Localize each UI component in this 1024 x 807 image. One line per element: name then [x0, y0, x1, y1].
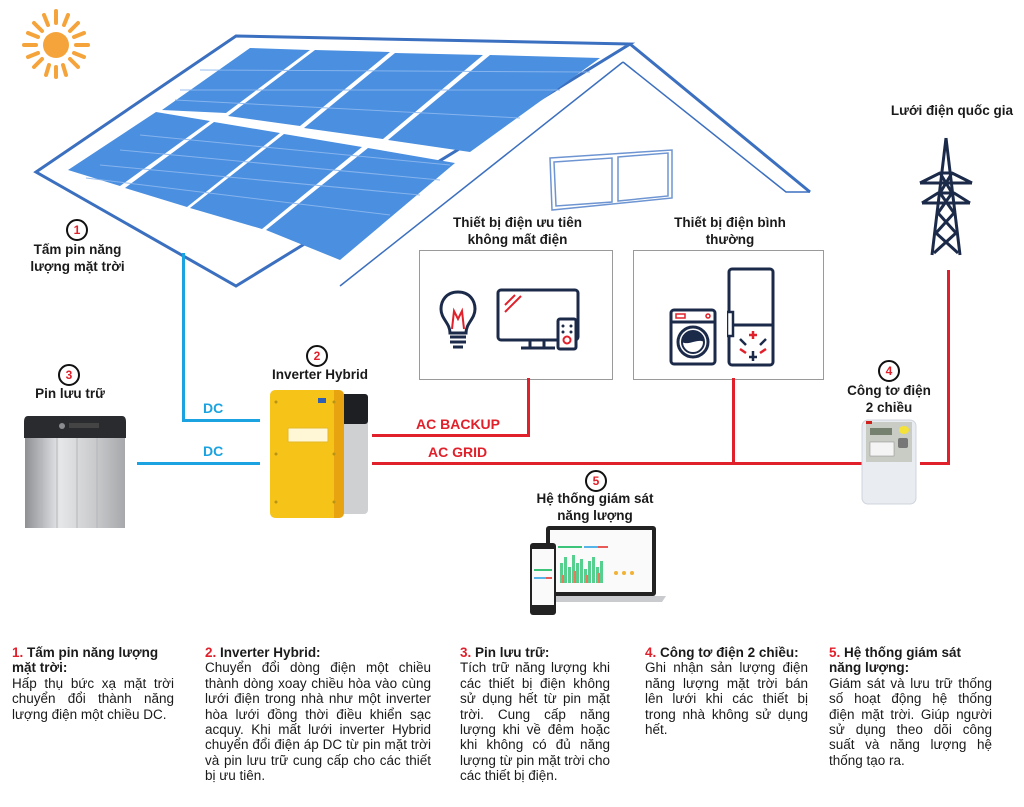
description-3: 3. Pin lưu trữ: Tích trữ năng lượng khi …: [460, 645, 610, 784]
dc-wire-solar-horizontal: [182, 419, 260, 422]
normal-devices-label: Thiết bị điện bình thường: [674, 215, 786, 247]
solar-panel-number-badge: 1: [66, 219, 88, 241]
grid-wire-vertical: [947, 270, 950, 465]
priority-devices-label: Thiết bị điện ưu tiên không mất điện: [452, 215, 583, 247]
storage-battery-image: [24, 416, 126, 528]
grid-label: Lưới điện quốc gia: [890, 103, 1014, 118]
grid-wire-horizontal: [920, 462, 950, 465]
monitoring-devices-image: [530, 526, 666, 615]
normal-devices-wire: [732, 378, 735, 465]
ac-backup-wire-horizontal: [372, 434, 530, 437]
monitoring-label: Hệ thống giám sát năng lượng: [536, 491, 654, 523]
bidirectional-meter-image: [861, 419, 917, 505]
sun-icon: [22, 9, 90, 79]
description-4: 4. Công tơ điện 2 chiều: Ghi nhận sản lư…: [645, 645, 808, 738]
normal-devices-box: [633, 250, 824, 380]
dc-solar-label: DC: [203, 400, 224, 416]
priority-devices-box: [419, 250, 613, 380]
light-bulb-icon: [439, 290, 477, 349]
ac-grid-label: AC GRID: [428, 444, 488, 460]
hybrid-inverter-image: [270, 390, 368, 518]
washing-machine-icon: [669, 308, 717, 366]
battery-number-badge: 3: [58, 364, 80, 386]
meter-label: Công tơ điện 2 chiều: [847, 383, 931, 415]
ac-grid-wire: [372, 462, 862, 465]
description-5: 5. Hệ thống giám sát năng lượng: Giám sá…: [829, 645, 992, 768]
inverter-label: Inverter Hybrid: [271, 367, 369, 382]
tv-remote-icon: [496, 288, 580, 351]
refrigerator-icon: [727, 267, 775, 367]
house-window: [549, 149, 673, 211]
monitoring-number-badge: 5: [585, 470, 607, 492]
ac-backup-wire-vertical: [527, 378, 530, 437]
dc-wire-battery: [137, 462, 260, 465]
ac-backup-label: AC BACKUP: [416, 416, 500, 432]
dc-battery-label: DC: [203, 443, 224, 459]
meter-number-badge: 4: [878, 360, 900, 382]
description-2: 2. Inverter Hybrid: Chuyển đổi dòng điện…: [205, 645, 431, 784]
solar-panel-label: Tấm pin năng lượng mặt trời: [30, 242, 125, 274]
dc-wire-solar-vertical: [182, 253, 185, 421]
inverter-number-badge: 2: [306, 345, 328, 367]
house-roof-illustration: [33, 34, 811, 288]
transmission-tower-icon: [919, 137, 973, 256]
description-1: 1. Tấm pin năng lượng mặt trời: Hấp thụ …: [12, 645, 174, 722]
battery-label: Pin lưu trữ: [35, 386, 105, 401]
